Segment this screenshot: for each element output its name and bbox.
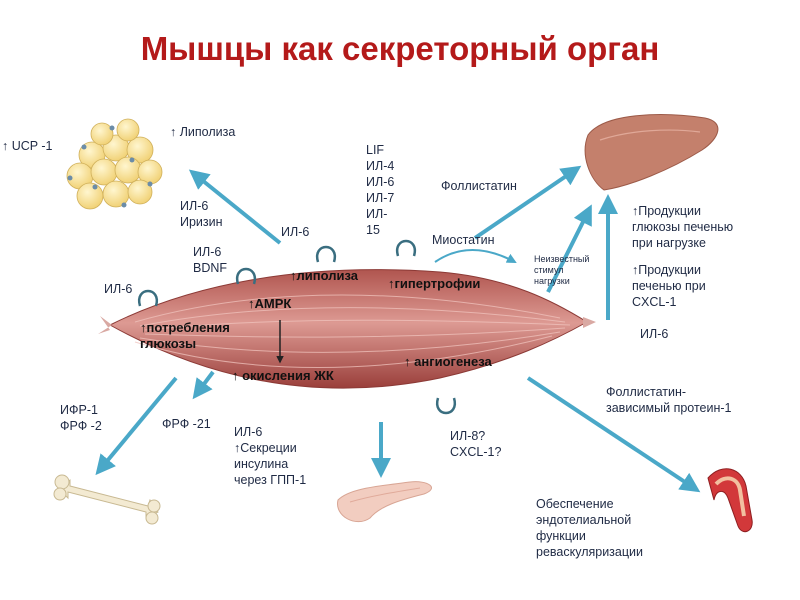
unknown-stimulus-label: Неизвестный стимул нагрузки: [534, 254, 590, 286]
cytokines-label: LIF ИЛ-4 ИЛ-6 ИЛ-7 ИЛ- 15: [366, 143, 395, 237]
follistatin-label: Фоллистатин: [441, 179, 517, 193]
il6-liver-label: ИЛ-6: [640, 327, 669, 341]
lipolysis-top-label: ↑ Липолиза: [170, 125, 236, 139]
blood-vessel-icon: [707, 468, 753, 533]
fgf21-label: ФРФ -21: [162, 417, 211, 431]
endothelial-label: Обеспечение эндотелиальной функции ревас…: [536, 497, 643, 559]
insulin-label: ИЛ-6 ↑Секреции инсулина через ГПП-1: [234, 425, 307, 487]
il6-label-b: ИЛ-6: [104, 282, 133, 296]
glucose-uptake-label: ↑потребления глюкозы: [140, 320, 230, 351]
arrow-fgf21: [192, 370, 215, 400]
liver-glucose-label: ↑Продукции глюкозы печенью при нагрузке: [632, 204, 734, 250]
arrow-to-bone: [95, 376, 178, 476]
arrow-to-liver-follistatin: [473, 165, 582, 240]
il6-label-a: ИЛ-6: [281, 225, 310, 239]
igf-label: ИФР-1 ФРФ -2: [60, 403, 102, 433]
myostatin-arrow: [434, 249, 517, 263]
pancreas-icon: [337, 481, 432, 523]
page-title: Мышцы как секреторный орган: [140, 30, 660, 67]
angiogenesis-label: ↑ ангиогенеза: [404, 354, 492, 369]
ucp-label: ↑ UCP -1: [2, 139, 53, 153]
fsp-label: Фоллистатин- зависимый протеин-1: [606, 385, 732, 415]
arrow-to-vessel: [526, 376, 701, 493]
muscle-icon: [98, 269, 596, 389]
arrows: [95, 165, 701, 493]
arrow-to-fat: [188, 169, 282, 245]
secretion-loops: [137, 239, 457, 415]
il6-bdnf-label: ИЛ-6 BDNF: [193, 245, 228, 275]
lipolysis-muscle-label: ↑липолиза: [290, 268, 358, 283]
fa-oxidation-label: ↑ окисления ЖК: [232, 368, 334, 383]
il6-irisin-label: ИЛ-6 Иризин: [180, 199, 223, 229]
liver-icon: [584, 114, 719, 191]
arrow-to-liver-unknown: [546, 204, 592, 293]
myostatin-label: Миостатин: [432, 233, 495, 247]
hypertrophy-label: ↑гипертрофии: [388, 276, 481, 291]
ampk-label: ↑АМРК: [248, 296, 292, 311]
il8-label: ИЛ-8? CXCL-1?: [450, 429, 502, 459]
liver-cxcl-label: ↑Продукции печенью при CXCL-1: [632, 263, 706, 309]
bone-icon: [53, 474, 161, 525]
fat-tissue-icon: [66, 118, 163, 210]
